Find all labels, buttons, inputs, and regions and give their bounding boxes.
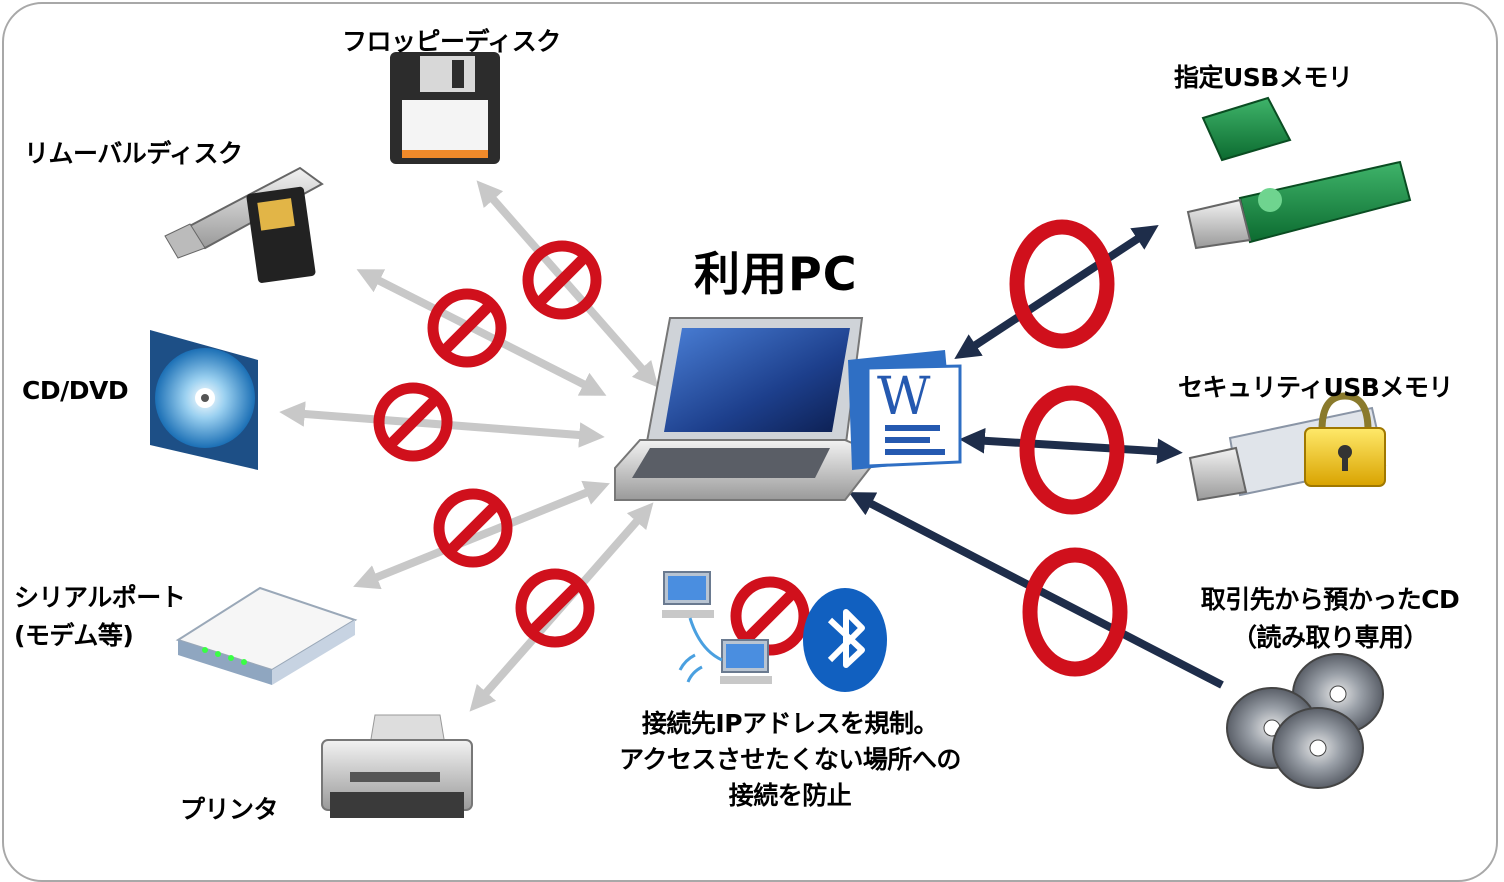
floppy-label: フロッピーディスク (342, 27, 561, 56)
pc-title: 利用PC (694, 247, 858, 301)
prohibit-icon (528, 246, 596, 314)
serial-port-label: シリアルポート (14, 583, 186, 612)
arrow-cd-readonly (848, 492, 1224, 689)
cd-dvd-icon (150, 330, 258, 470)
modem-note-label: (モデム等) (14, 621, 134, 650)
prohibit-icon (433, 294, 501, 362)
prohibit-icon (521, 574, 589, 642)
network-note-line3: 接続を防止 (728, 781, 852, 810)
secure-usb-lock-icon (1188, 392, 1387, 502)
printer-icon (321, 714, 473, 818)
network-note-line1: 接続先IPアドレスを規制。 (641, 709, 939, 738)
floppy-disk-icon (390, 52, 500, 164)
svg-text:W: W (877, 367, 931, 427)
network-note-line2: アクセスさせたくない場所への (619, 745, 961, 774)
removable-disk-icon (164, 166, 324, 283)
modem-icon (175, 586, 358, 685)
arrow-modem (353, 480, 610, 590)
secure-usb-label: セキュリティUSBメモリ (1178, 373, 1453, 402)
arrow-green-usb (954, 224, 1159, 360)
laptop-icon (614, 317, 882, 501)
bluetooth-icon (803, 588, 887, 692)
read-only-label: （読み取り専用） (1231, 623, 1429, 652)
arrow-secure-usb (959, 427, 1183, 465)
allowed-arrows (848, 224, 1224, 689)
word-document-icon: W (848, 350, 962, 470)
arrow-removable (356, 269, 607, 396)
printer-label: プリンタ (180, 795, 279, 824)
cd-stack-icon (1226, 653, 1384, 789)
client-cd-label: 取引先から預かったCD (1200, 585, 1460, 614)
green-usb-icon (1186, 96, 1412, 250)
cd-dvd-label: CD/DVD (22, 376, 129, 405)
removable-disk-label: リムーバルディスク (24, 139, 243, 168)
network-pcs-icon (662, 571, 772, 684)
green-usb-label: 指定USBメモリ (1174, 63, 1353, 92)
